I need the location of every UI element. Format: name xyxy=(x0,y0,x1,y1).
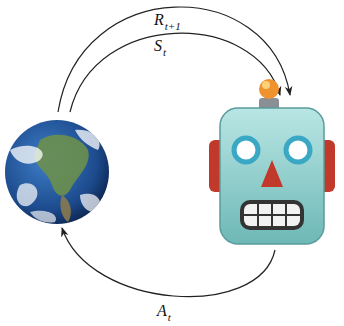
signal-symbol: A xyxy=(157,303,167,319)
reward-arrow xyxy=(58,7,290,112)
robot-illustration xyxy=(209,79,335,244)
earth-illustration xyxy=(5,120,109,224)
signal-subscript: t xyxy=(168,312,171,323)
signal-subscript: t+1 xyxy=(165,21,181,32)
signal-subscript: t xyxy=(163,47,166,58)
signal-symbol: S xyxy=(154,38,162,54)
signal-symbol: R xyxy=(154,12,164,28)
state-arrow xyxy=(70,33,280,112)
